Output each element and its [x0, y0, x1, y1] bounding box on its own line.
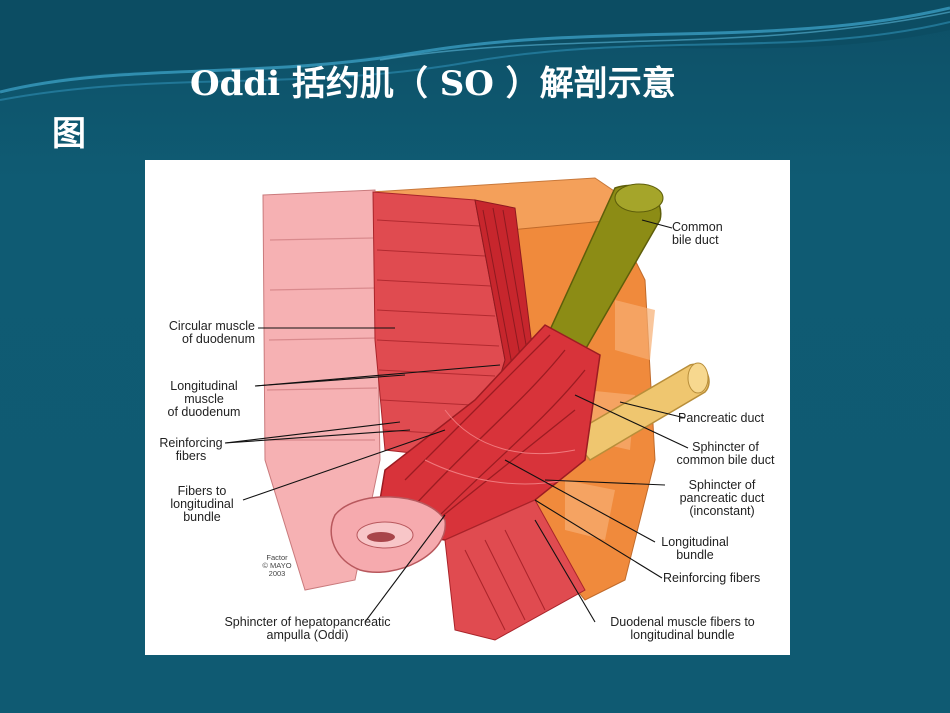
- illustration-credit: Factor © MAYO 2003: [262, 553, 292, 578]
- header-wave-1: [0, 6, 950, 94]
- diagram-panel: Common bile duct Circular muscle of duod…: [145, 160, 790, 655]
- label-longitudinal-bundle: Longitudinal bundle: [661, 535, 729, 562]
- label-pancreatic-duct: Pancreatic duct: [678, 411, 765, 425]
- header-wave-2: [0, 21, 950, 101]
- label-reinforcing-fibers-right: Reinforcing fibers: [663, 571, 761, 585]
- label-sphincter-oddi: Sphincter of hepatopancreatic ampulla (O…: [224, 615, 391, 642]
- slide-title-line2: 图: [52, 114, 86, 154]
- label-longitudinal-muscle: Longitudinal muscle of duodenum: [167, 379, 241, 419]
- label-circular-muscle: Circular muscle of duodenum: [168, 319, 255, 346]
- label-common-bile-duct: Common bile duct: [672, 220, 723, 247]
- label-reinforcing-fibers-left: Reinforcing fibers: [159, 436, 223, 463]
- anatomy-illustration: [224, 177, 710, 641]
- label-sphincter-common-bile-duct: Sphincter of common bile duct: [676, 440, 775, 467]
- label-fibers-to-bundle: Fibers to longitudinal bundle: [170, 484, 234, 524]
- label-duodenal-muscle-fibers: Duodenal muscle fibers to longitudinal b…: [610, 615, 755, 642]
- label-sphincter-pancreatic-duct: Sphincter of pancreatic duct (inconstant…: [679, 478, 765, 518]
- slide-title-line1: Oddi 括约肌（ SO ）解剖示意: [190, 64, 676, 104]
